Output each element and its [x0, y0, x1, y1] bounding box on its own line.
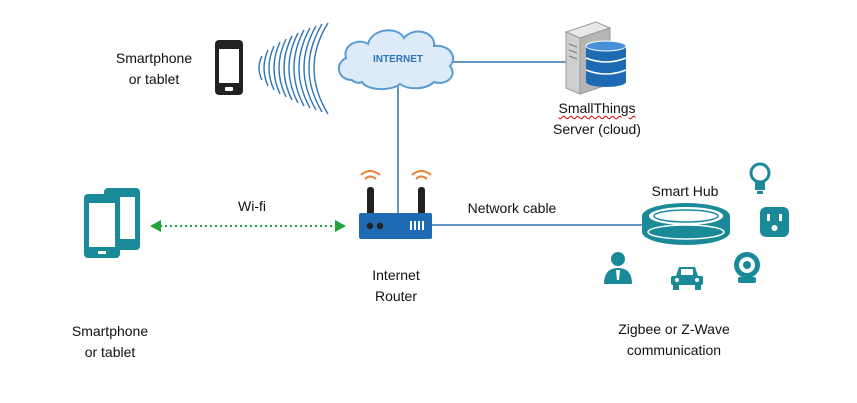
phone-top-line1: Smartphone — [115, 50, 193, 66]
phone-top-label: Smartphone or tablet — [104, 48, 204, 90]
wifi-waves-icon — [258, 22, 329, 115]
camera-icon — [734, 252, 760, 283]
cloud-label: INTERNET — [373, 54, 423, 65]
cable-label: Network cable — [467, 200, 557, 216]
lightbulb-icon — [749, 162, 771, 194]
zigbee-label: Zigbee or Z-Wave communication — [604, 319, 744, 361]
phone-bottom-line1: Smartphone — [71, 323, 149, 339]
phone-bottom-label: Smartphone or tablet — [60, 321, 160, 363]
server-line2: Server (cloud) — [553, 121, 641, 137]
router-icon — [359, 187, 432, 239]
database-icon — [585, 40, 627, 87]
hub-label: Smart Hub — [651, 183, 719, 199]
smart-hub-icon — [642, 203, 730, 245]
router-label: Internet Router — [346, 265, 446, 307]
cloud-icon: INTERNET — [337, 29, 455, 90]
zigbee-line2: communication — [626, 342, 722, 358]
zigbee-line1: Zigbee or Z-Wave — [618, 321, 730, 337]
wifi-label: Wi-fi — [238, 198, 266, 214]
router-line1: Internet — [372, 267, 420, 283]
car-icon — [671, 267, 703, 290]
tablet-phone-icon — [84, 188, 140, 258]
server-label: SmallThings Server (cloud) — [537, 98, 657, 140]
phone-bottom-line2: or tablet — [84, 344, 136, 360]
phone-top-line2: or tablet — [128, 71, 180, 87]
person-icon — [604, 252, 632, 284]
signal-icon — [360, 170, 432, 180]
smartphone-icon — [215, 40, 243, 95]
server-line1: SmallThings — [558, 100, 636, 116]
wifi-link — [150, 220, 346, 232]
power-outlet-icon — [760, 207, 789, 237]
router-line2: Router — [374, 288, 418, 304]
